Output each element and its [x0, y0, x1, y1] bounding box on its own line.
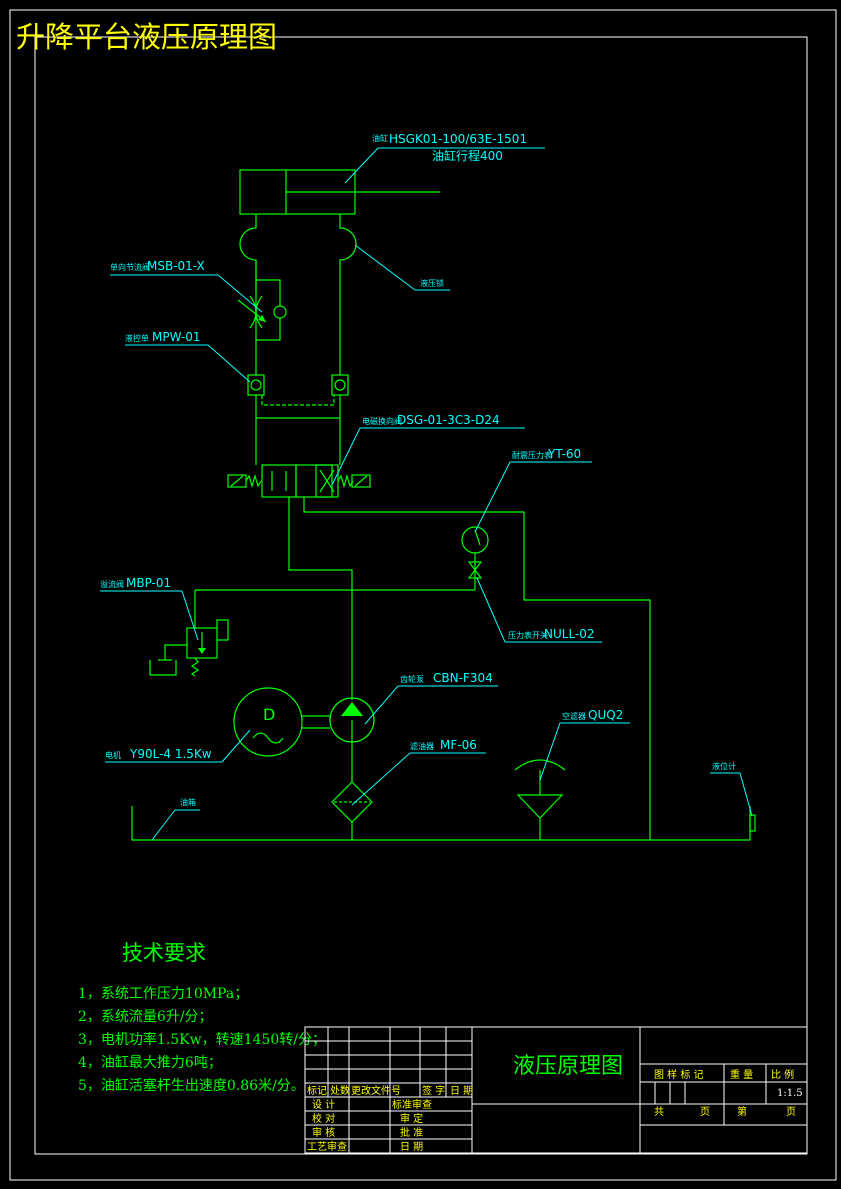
svg-text:液压锁: 液压锁: [420, 278, 444, 288]
tech-heading: 技术要求: [122, 941, 206, 965]
svg-text:HSGK01-100/63E-1501: HSGK01-100/63E-1501: [389, 132, 527, 146]
svg-text:电磁换向阀: 电磁换向阀: [362, 416, 402, 426]
label-gear-pump: 齿轮泵 CBN-F304: [364, 671, 498, 725]
outer-frame: [9, 9, 837, 1181]
svg-text:页: 页: [786, 1106, 796, 1118]
label-motor: 电机 Y90L-4 1.5Kw: [105, 729, 251, 763]
label-relief-valve: 溢流阀 MBP-01: [100, 576, 199, 641]
solenoid-directional-valve: [227, 464, 371, 498]
svg-text:压力表开关: 压力表开关: [508, 630, 548, 640]
svg-text:比 例: 比 例: [771, 1068, 794, 1081]
tech-item: 1，系统工作压力10MPa；: [78, 986, 248, 1002]
tech-item: 5，油缸活塞杆生出速度0.86米/分。: [78, 1077, 305, 1094]
svg-text:电机: 电机: [105, 750, 121, 760]
svg-text:标准审查: 标准审查: [392, 1098, 432, 1111]
svg-text:第: 第: [737, 1105, 747, 1118]
svg-text:空滤器: 空滤器: [562, 711, 586, 721]
label-tank: 油箱: [151, 797, 200, 841]
label-air-filter: 空滤器 QUQ2: [539, 708, 630, 781]
relief-valve: [149, 619, 229, 677]
svg-text:日 期: 日 期: [400, 1141, 423, 1153]
svg-text:CBN-F304: CBN-F304: [433, 671, 493, 685]
inner-frame: [34, 36, 808, 1155]
label-check-valve: 液控单 MPW-01: [125, 330, 251, 383]
scale-value: 1:1.5: [777, 1088, 803, 1099]
svg-text:单向节流阀: 单向节流阀: [110, 262, 150, 272]
svg-text:处数: 处数: [330, 1084, 350, 1097]
svg-text:DSG-01-3C3-D24: DSG-01-3C3-D24: [397, 413, 500, 427]
motor-symbol: D: [233, 687, 330, 757]
pressure-lines: [194, 497, 651, 840]
drawing-title: 升降平台液压原理图: [16, 20, 277, 54]
svg-text:MF-06: MF-06: [440, 738, 477, 752]
label-level-gauge: 液位计: [710, 761, 753, 817]
label-hydraulic-lock: 液压锁: [354, 244, 450, 291]
title-block: 标记 处数 更改文件号 签 字 日 期 设 计 校 对 审 核 工艺审查 标准审…: [304, 1026, 808, 1154]
tech-item: 3，电机功率1.5Kw，转速1450转/分；: [78, 1031, 326, 1048]
svg-text:Y90L-4 1.5Kw: Y90L-4 1.5Kw: [129, 747, 212, 761]
gear-pump-symbol: [329, 697, 375, 743]
svg-text:审 核: 审 核: [312, 1126, 335, 1139]
throttle-check-valve: [237, 260, 287, 341]
hydraulic-lock-symbol: [239, 214, 357, 375]
oil-filter-symbol: [331, 781, 373, 823]
label-cylinder: 油缸 HSGK01-100/63E-1501 油缸行程400: [344, 132, 545, 184]
svg-text:更改文件号: 更改文件号: [351, 1084, 401, 1097]
svg-text:液位计: 液位计: [712, 761, 736, 771]
label-solenoid-valve: 电磁换向阀 DSG-01-3C3-D24: [331, 413, 525, 486]
svg-text:NULL-02: NULL-02: [544, 627, 595, 641]
svg-text:MPW-01: MPW-01: [152, 330, 201, 344]
svg-text:油缸行程400: 油缸行程400: [432, 148, 503, 163]
svg-text:D: D: [263, 705, 275, 724]
oil-tank: [131, 806, 756, 841]
label-pressure-gauge: 耐震压力表 YT-60: [474, 447, 592, 533]
label-throttle-valve: 单向节流阀 MSB-01-X: [110, 259, 263, 313]
svg-text:油缸: 油缸: [372, 133, 388, 143]
svg-text:齿轮泵: 齿轮泵: [400, 674, 424, 684]
svg-text:共: 共: [654, 1106, 664, 1118]
svg-text:日 期: 日 期: [450, 1085, 473, 1097]
svg-text:图 样 标 记: 图 样 标 记: [654, 1068, 704, 1081]
pilot-check-valves: [247, 340, 349, 465]
svg-text:QUQ2: QUQ2: [588, 708, 623, 722]
svg-text:滤油器: 滤油器: [410, 741, 434, 751]
pressure-gauge-assembly: [461, 526, 489, 590]
svg-text:耐震压力表: 耐震压力表: [512, 450, 552, 460]
svg-text:批 准: 批 准: [400, 1126, 423, 1139]
svg-text:签 字: 签 字: [422, 1084, 445, 1097]
tech-item: 4，油缸最大推力6吨；: [78, 1054, 222, 1071]
label-gauge-switch: 压力表开关 NULL-02: [476, 577, 602, 643]
svg-text:页: 页: [700, 1106, 710, 1118]
svg-text:MSB-01-X: MSB-01-X: [147, 259, 205, 273]
svg-text:审 定: 审 定: [400, 1112, 423, 1125]
technical-requirements: 技术要求 1，系统工作压力10MPa； 2，系统流量6升/分； 3，电机功率1.…: [78, 941, 326, 1094]
svg-text:标记: 标记: [307, 1085, 327, 1097]
label-filter: 滤油器 MF-06: [351, 738, 486, 806]
svg-text:油箱: 油箱: [180, 797, 196, 807]
svg-text:设 计: 设 计: [312, 1098, 335, 1111]
svg-text:液控单: 液控单: [125, 333, 149, 343]
air-filter-symbol: [514, 759, 566, 840]
svg-text:校 对: 校 对: [312, 1112, 335, 1125]
svg-text:重 量: 重 量: [730, 1068, 753, 1081]
title-block-drawing-name: 液压原理图: [513, 1054, 623, 1079]
svg-text:YT-60: YT-60: [547, 447, 581, 461]
hydraulic-cylinder: [239, 169, 440, 215]
svg-text:工艺审查: 工艺审查: [307, 1140, 347, 1153]
tech-item: 2，系统流量6升/分；: [78, 1009, 213, 1025]
svg-text:MBP-01: MBP-01: [126, 576, 171, 590]
svg-text:溢流阀: 溢流阀: [100, 579, 124, 589]
